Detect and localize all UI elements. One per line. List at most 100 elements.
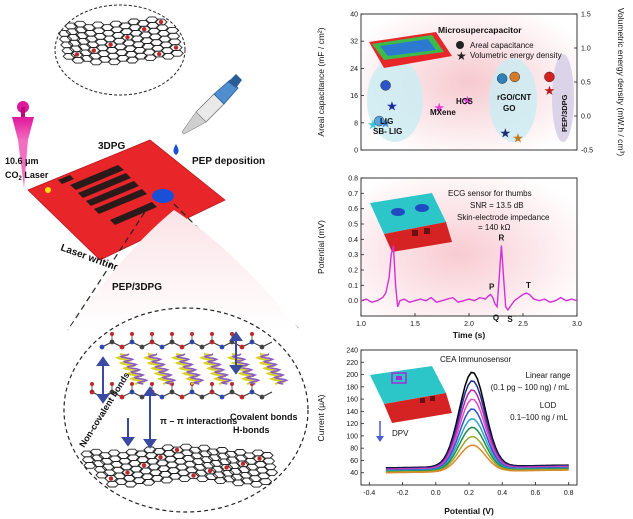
graphene-hexagon [71,56,85,64]
helix-strand [203,353,233,385]
side-atom [210,382,214,386]
y-tick-label: 32 [350,39,358,46]
label-pep-deposition: PEP deposition [192,156,265,167]
graphene-hexagon [204,473,219,480]
y-tick-label: 0.6 [348,206,358,213]
device-icon [369,32,452,68]
graphene-hexagon [170,49,184,57]
y-tick-label: 0.4 [348,237,358,244]
bond-arrows [96,331,243,449]
ecg-trace [360,245,578,312]
oxygen-atom [158,19,164,25]
group-label-sb-lig: SB- LIG [373,127,402,136]
oxygen-atom [224,465,229,470]
energy-density-point: ★ [499,126,511,141]
y2-tick-label: 0.0 [581,114,591,121]
chart-microsupercapacitor: Microsupercapacitor Areal capacitance ★ … [316,8,626,156]
graphene-hexagon [231,479,246,487]
graphene-hexagon [125,56,139,64]
graphene-hexagon [150,475,165,482]
chain-atom [219,394,225,400]
graphene-hexagon [159,476,174,484]
y-tick-label: 140 [346,409,358,416]
helix-strand [254,353,286,385]
x-tick-label: 3.0 [572,321,582,328]
x-tick-label: 0.2 [464,490,474,497]
chart-ecg: ECG sensor for thumbs SNR = 13.5 dB Skin… [316,176,582,341]
x-tick-label: 0.6 [531,490,541,497]
chart-cea: CEA Immunosensor Linear range (0.1 pg – … [316,348,578,516]
energy-density-point: ★ [433,100,445,115]
side-atom [110,382,114,386]
ecg-peak-q: Q [493,313,499,322]
chain-atom [239,394,245,400]
chart3-lod: LOD [540,401,557,410]
y-tick-label: 24 [350,66,358,73]
chart3-xlabel: Potential (V) [444,506,494,516]
graphene-hexagon [213,477,228,484]
chain-atom [179,394,185,400]
helix-strand [170,353,202,385]
areal-capacitance-point [496,73,508,84]
helix-strand [147,353,177,385]
oxygen-atom [125,470,130,475]
energy-density-point: ★ [462,93,474,108]
energy-density-point: ★ [380,115,392,130]
y2-tick-label: 0.5 [581,80,591,87]
chain-atom [119,344,125,350]
oxygen-atom [108,476,114,481]
y2-tick-label: 1.0 [581,46,591,53]
x-tick-label: 0.0 [431,490,441,497]
chart1-title: Microsupercapacitor [438,25,522,35]
chart2-title: ECG sensor for thumbs [448,189,532,198]
y-tick-label: 160 [346,397,358,404]
y-tick-label: 240 [346,348,358,355]
helix-strand [114,353,146,385]
graphene-hexagon [168,473,183,480]
side-atom [90,382,94,386]
chain-atom [259,394,265,400]
group-label-go: GO [503,104,515,113]
y-tick-label: 0.0 [348,298,358,305]
side-atom [170,332,174,336]
x-tick-label: 0.4 [497,490,507,497]
helix-strand [259,353,289,385]
chart2-snr: SNR = 13.5 dB [470,201,524,210]
oxygen-atom [191,473,196,478]
x-tick-label: -0.2 [397,490,409,497]
chart2-impedance-value: = 140 kΩ [478,223,510,232]
chain-atom [159,394,165,400]
chart2-ylabel: Potential (mV) [316,220,326,274]
helix-strand [198,353,230,385]
oxygen-atom [91,48,97,53]
chain-atom [179,344,185,350]
x-tick-label: 1.5 [410,321,420,328]
group-label-lig: LIG [380,117,393,126]
y-tick-label: 8 [354,120,358,127]
graphene-sheet-top [57,16,184,66]
graphene-hexagon [152,50,166,58]
chain-atom [199,344,205,350]
y-tick-label: 120 [346,421,358,428]
laser-emitter [12,101,34,188]
legend-star-icon: ★ [456,49,467,63]
x-tick-label: 1.0 [356,321,366,328]
oxygen-atom [125,35,130,40]
graphene-hexagon [134,52,148,60]
helix-strand [119,353,149,385]
y-tick-label: 0.1 [348,283,358,290]
side-atom [170,382,174,386]
legend-label-volumetric: Volumetric energy density [470,51,562,60]
left-illustration: 10.6 μm CO2 Laser 3DPG Laser writing PEP… [5,4,309,513]
cea-device-icon [370,366,452,423]
oxygen-atom [108,42,113,47]
oxygen-atom [173,45,179,50]
chart1-y2label: Volumetric energy density (mW.h / cm³) [616,8,626,156]
areal-capacitance-point [544,71,555,83]
side-atom [150,382,154,386]
y-tick-label: 0.2 [348,268,358,275]
oxygen-atom [141,463,147,468]
oxygen-atom [157,51,162,57]
label-pi-pi: π – π interactions [160,416,237,426]
